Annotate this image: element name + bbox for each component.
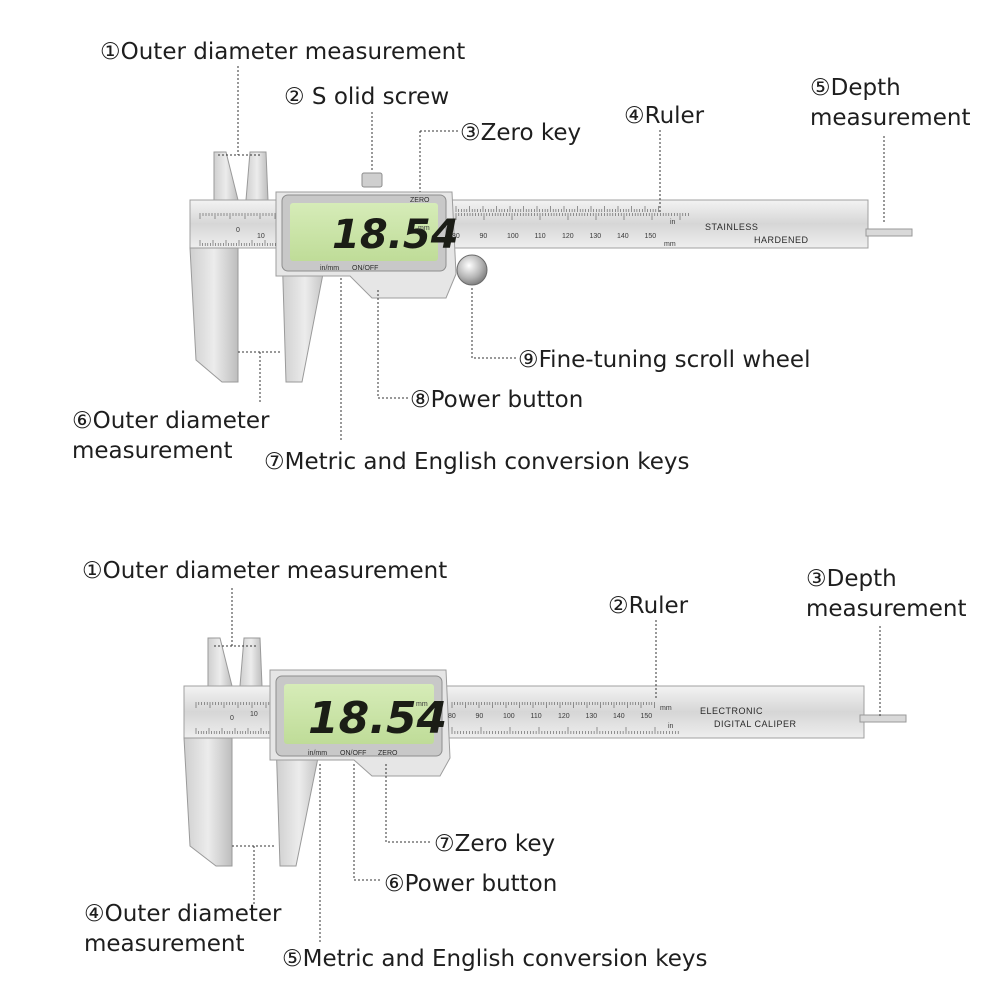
lower-fixed-jaw	[183, 737, 233, 867]
zero-key-label: ZERO	[410, 197, 430, 204]
lcd-unit: mm	[416, 701, 428, 708]
lcd-unit: mm	[418, 225, 430, 232]
callout-conversion-keys: ⑤Metric and English conversion keys	[282, 946, 707, 972]
beam-scale-right	[455, 206, 689, 220]
beam-text-electronic: ELECTRONIC	[700, 706, 763, 716]
beam-text-hardened: HARDENED	[754, 235, 809, 245]
inmm-key-label: in/mm	[308, 750, 327, 757]
callout-depth-line2: measurement	[806, 596, 966, 622]
callout-depth-line1: ③Depth	[806, 566, 897, 592]
lcd-screen	[290, 203, 438, 261]
upper-slide-jaw	[239, 637, 263, 687]
lcd-reading: 18.54	[332, 212, 459, 258]
callout-scroll-wheel: ⑨Fine-tuning scroll wheel	[518, 347, 810, 373]
scale-tick-label: 90	[480, 233, 488, 240]
upper-fixed-jaw	[207, 637, 233, 687]
zero-key-label: ZERO	[378, 750, 398, 757]
onoff-key-label: ON/OFF	[340, 750, 366, 757]
scale-tick-label: 130	[586, 713, 598, 720]
callout-outer-diameter-1: ①Outer diameter measurement	[82, 558, 447, 584]
fine-tuning-wheel	[456, 254, 488, 286]
solid-screw	[361, 172, 383, 188]
depth-rod	[865, 228, 913, 237]
scale-tick-label: 80	[452, 233, 460, 240]
callout-solid-screw: ② S olid screw	[284, 84, 449, 110]
beam-text-stainless: STAINLESS	[705, 222, 758, 232]
callout-outer-diameter-1: ①Outer diameter measurement	[100, 39, 465, 65]
inmm-key-label: in/mm	[320, 265, 339, 272]
lcd-reading: 18.54	[308, 693, 447, 744]
scale-tick-label: 10	[257, 233, 265, 240]
scale-unit-in: in	[670, 219, 676, 226]
callouts-top: ①Outer diameter measurement ② S olid scr…	[72, 39, 970, 475]
callouts-bottom: ①Outer diameter measurement ②Ruler ③Dept…	[82, 558, 966, 972]
callout-conversion-keys: ⑦Metric and English conversion keys	[264, 449, 689, 475]
scale-tick-label: 120	[558, 713, 570, 720]
leader-lines-bottom	[214, 588, 881, 944]
callout-outer-diameter-6-line1: ⑥Outer diameter	[72, 408, 270, 434]
callout-power-button: ⑥Power button	[384, 871, 557, 897]
scale-tick-label: 110	[531, 713, 542, 720]
scale-tick-label: 140	[617, 233, 629, 240]
leader-lines-top	[218, 66, 885, 440]
scale-unit-mm: mm	[660, 705, 672, 712]
scale-unit-mm: mm	[664, 241, 676, 248]
scale-tick-label: 10	[250, 711, 258, 718]
callout-zero-key: ③Zero key	[460, 120, 581, 146]
beam-scale-right	[451, 702, 679, 734]
scale-tick-label: 90	[476, 713, 484, 720]
upper-fixed-jaw	[213, 151, 239, 201]
lcd-screen	[284, 684, 434, 744]
callout-power-button: ⑧Power button	[410, 387, 583, 413]
scale-tick-label: 0	[236, 227, 240, 234]
callout-outer-diameter-4-line2: measurement	[84, 931, 244, 957]
depth-rod	[859, 714, 907, 723]
scale-tick-label: 100	[503, 713, 515, 720]
callout-depth-line2: measurement	[810, 105, 970, 131]
callout-outer-diameter-4-line1: ④Outer diameter	[84, 901, 282, 927]
scale-tick-label: 150	[645, 233, 657, 240]
lower-fixed-jaw	[189, 247, 239, 383]
scale-tick-label: 130	[590, 233, 602, 240]
scale-tick-label: 110	[535, 233, 546, 240]
scale-tick-label: 140	[613, 713, 625, 720]
beam-text-digital-caliper: DIGITAL CALIPER	[714, 719, 797, 729]
scale-tick-label: 150	[641, 713, 653, 720]
callout-zero-key: ⑦Zero key	[434, 831, 555, 857]
scale-unit-in: in	[668, 723, 674, 730]
onoff-key-label: ON/OFF	[352, 265, 378, 272]
scale-tick-label: 100	[507, 233, 519, 240]
scale-tick-label: 120	[562, 233, 574, 240]
callout-depth-line1: ⑤Depth	[810, 75, 901, 101]
callout-ruler: ④Ruler	[624, 103, 705, 129]
caliper-top: 18.54 mm ZERO in/mm ON/OFF 0 10 80 90 100 1…	[189, 151, 913, 383]
callout-ruler: ②Ruler	[608, 593, 689, 619]
callout-outer-diameter-6-line2: measurement	[72, 438, 232, 464]
scale-tick-label: 80	[448, 713, 456, 720]
upper-slide-jaw	[245, 151, 269, 201]
caliper-bottom: 18.54 mm in/mm ON/OFF ZERO 0 10 80 90 100 1…	[183, 637, 907, 867]
beam-scale-left	[195, 702, 270, 734]
scale-tick-label: 0	[230, 715, 234, 722]
beam-scale-left	[199, 213, 276, 246]
